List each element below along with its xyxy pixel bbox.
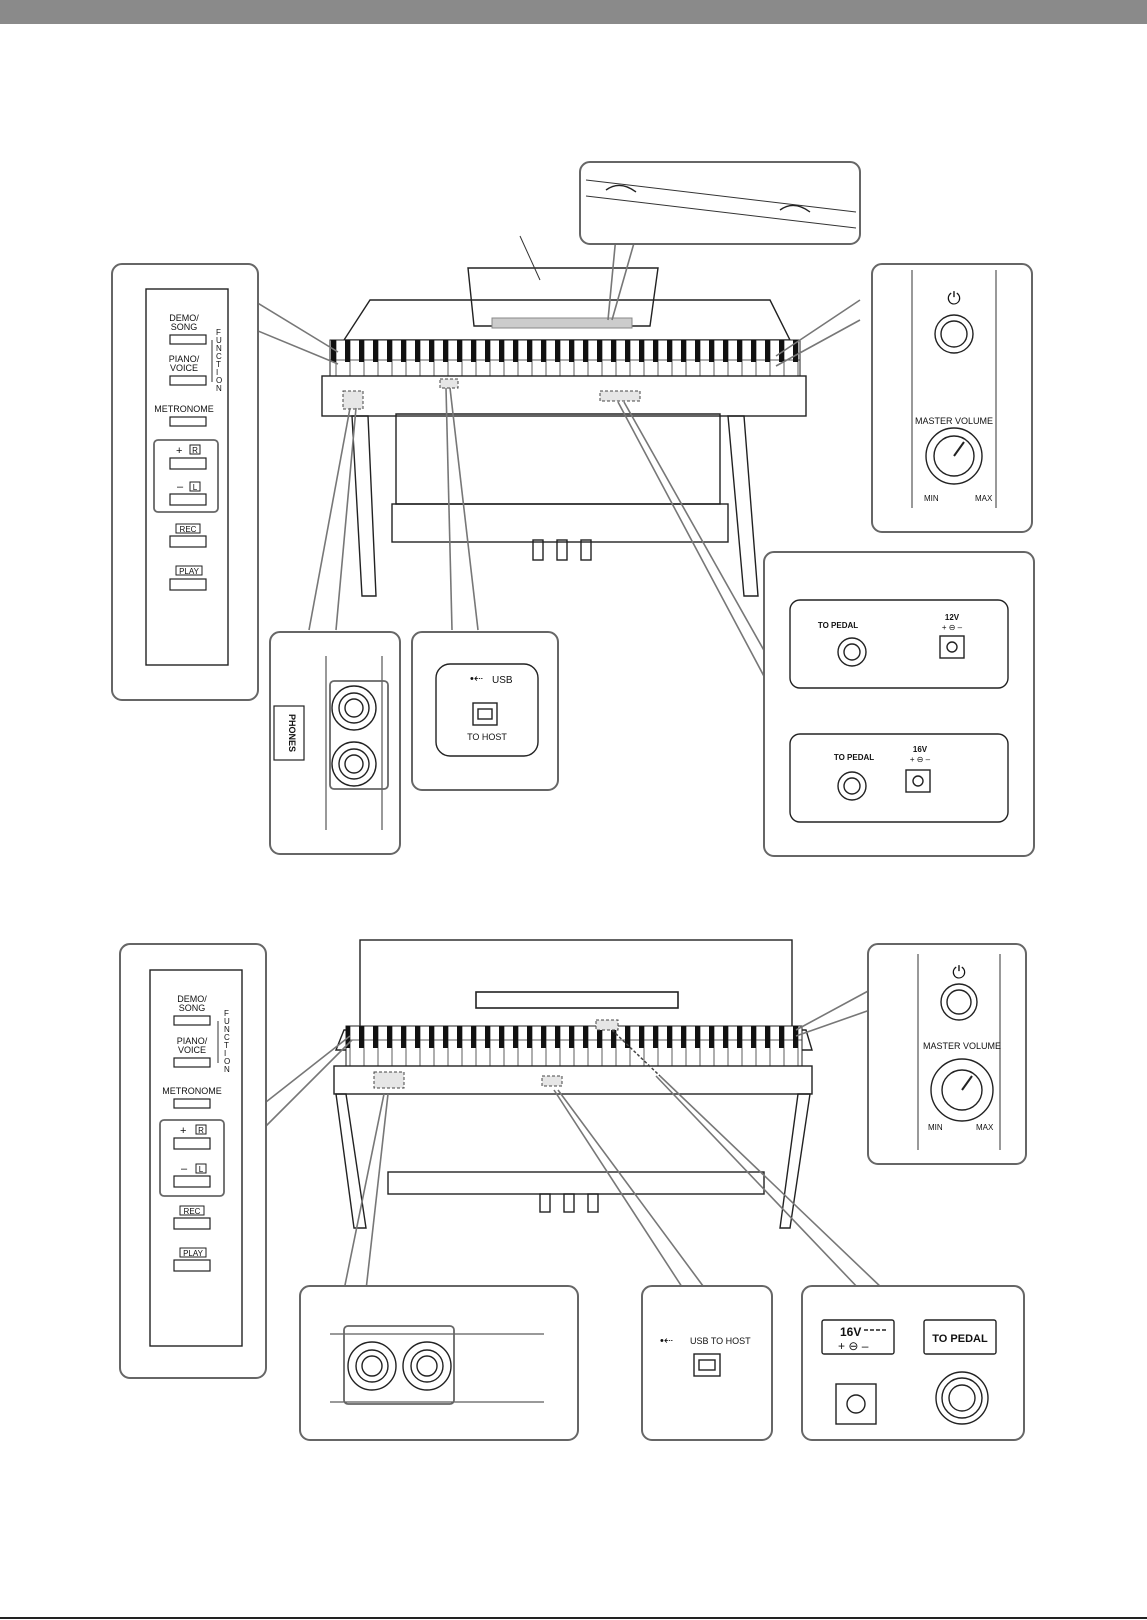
demo-song-label: DEMO/SONG: [169, 313, 199, 332]
pedal-left-bottom: [540, 1194, 550, 1212]
callout-phones-bottom: [300, 1286, 578, 1440]
music-rest-leader: [520, 236, 540, 280]
minus-l-button-b[interactable]: [174, 1176, 210, 1187]
upright-piano-bottom: [334, 940, 812, 1228]
front-rail: [322, 376, 806, 416]
voltage-label-a: 12V: [945, 613, 960, 622]
volume-max-label: MAX: [975, 494, 993, 503]
callout-pedal-jacks-top: TO PEDAL 12V + ⊖ – TO PEDAL 16V + ⊖ –: [764, 552, 1034, 856]
rec-button-b[interactable]: [174, 1218, 210, 1229]
music-rest-bar: [476, 992, 678, 1008]
front-rail-bottom: [334, 1066, 812, 1094]
music-rest-slot: [492, 318, 632, 328]
phones-location-bottom: [374, 1072, 404, 1088]
callout-phones-top: PHONES: [270, 632, 400, 854]
piano-voice-button-b[interactable]: [174, 1058, 210, 1067]
callout-power-volume-top: ⏻ MASTER VOLUME MIN MAX: [872, 264, 1032, 532]
polarity-label-bottom: + ⊖ –: [838, 1339, 869, 1353]
pedal-middle-bottom: [564, 1194, 574, 1212]
plus-label-b: +: [180, 1125, 186, 1137]
volume-min-label: MIN: [924, 494, 939, 503]
minus-label-b: –: [181, 1163, 188, 1175]
to-pedal-label-bottom: TO PEDAL: [932, 1333, 988, 1345]
l-label: L: [193, 483, 198, 492]
black-keys-bottom: [346, 1026, 802, 1048]
pedal-right: [581, 540, 591, 560]
master-volume-label-b: MASTER VOLUME: [923, 1041, 1001, 1051]
usb-label: USB: [492, 675, 513, 686]
demo-song-label-b: DEMO/SONG: [177, 994, 207, 1013]
music-rest: [468, 268, 658, 326]
metronome-label: METRONOME: [154, 404, 214, 414]
usb-icon: •⇠: [470, 673, 483, 685]
play-button[interactable]: [170, 579, 206, 590]
plus-label: +: [176, 445, 182, 457]
usb-location-bottom: [542, 1076, 562, 1086]
pedal-jack-location: [600, 391, 640, 401]
polarity-label-b: + ⊖ –: [910, 755, 931, 764]
usb-icon-b: •⇠: [660, 1335, 673, 1347]
right-leg: [728, 416, 758, 596]
rec-button[interactable]: [170, 536, 206, 547]
phones-label: PHONES: [287, 714, 297, 752]
metronome-label-b: METRONOME: [162, 1086, 222, 1096]
piano-voice-button[interactable]: [170, 376, 206, 385]
pedal-right-bottom: [588, 1194, 598, 1212]
power-symbol-b: ⏻: [952, 963, 966, 982]
plus-r-button-b[interactable]: [174, 1138, 210, 1149]
right-leg-bottom: [780, 1094, 810, 1228]
minus-l-button[interactable]: [170, 494, 206, 505]
metronome-button[interactable]: [170, 417, 206, 426]
volume-min-label-b: MIN: [928, 1123, 943, 1132]
master-volume-label: MASTER VOLUME: [915, 416, 993, 426]
volume-max-label-b: MAX: [976, 1123, 994, 1132]
callout-usb-bottom: •⇠ USB TO HOST: [642, 1286, 772, 1440]
usb-to-host-label: TO HOST: [467, 732, 507, 742]
rec-label: REC: [180, 525, 197, 534]
pedal-middle: [557, 540, 567, 560]
r-label: R: [192, 446, 198, 455]
upright-piano-top: [322, 236, 806, 596]
callout-pedal-hooks: [580, 162, 860, 244]
rec-label-b: REC: [184, 1207, 201, 1216]
power-symbol: ⏻: [947, 289, 961, 308]
top-board: [360, 940, 792, 1032]
plus-r-button[interactable]: [170, 458, 206, 469]
callout-power-volume-bottom: ⏻ MASTER VOLUME MIN MAX: [868, 944, 1026, 1164]
play-label-b: PLAY: [183, 1249, 204, 1258]
phones-location: [343, 391, 363, 409]
polarity-label-a: + ⊖ –: [942, 623, 963, 632]
pedal-box: [392, 504, 728, 542]
pedal-bar: [388, 1172, 764, 1194]
piano-voice-label: PIANO/VOICE: [169, 354, 200, 373]
usb-to-host-label-b: USB TO HOST: [690, 1336, 751, 1346]
l-label-b: L: [199, 1165, 204, 1174]
left-leg: [352, 416, 376, 596]
pedal-jack-location-bottom: [596, 1020, 618, 1030]
r-label-b: R: [198, 1126, 204, 1135]
callout-dc-pedal-bottom: 16V + ⊖ – TO PEDAL: [802, 1286, 1024, 1440]
play-button-b[interactable]: [174, 1260, 210, 1271]
play-label: PLAY: [179, 567, 200, 576]
to-pedal-label-b: TO PEDAL: [834, 753, 874, 762]
voltage-label-bottom: 16V: [840, 1325, 861, 1339]
demo-song-button-b[interactable]: [174, 1016, 210, 1025]
back-panel: [396, 414, 720, 504]
to-pedal-label-a: TO PEDAL: [818, 621, 858, 630]
minus-label: –: [177, 481, 184, 493]
pedal-left: [533, 540, 543, 560]
piano-voice-label-b: PIANO/VOICE: [177, 1036, 208, 1055]
metronome-button-b[interactable]: [174, 1099, 210, 1108]
voltage-label-b: 16V: [913, 745, 928, 754]
usb-location: [440, 379, 458, 388]
demo-song-button[interactable]: [170, 335, 206, 344]
callout-usb-top: •⇠ USB TO HOST: [412, 632, 558, 790]
black-keys: [330, 340, 800, 362]
